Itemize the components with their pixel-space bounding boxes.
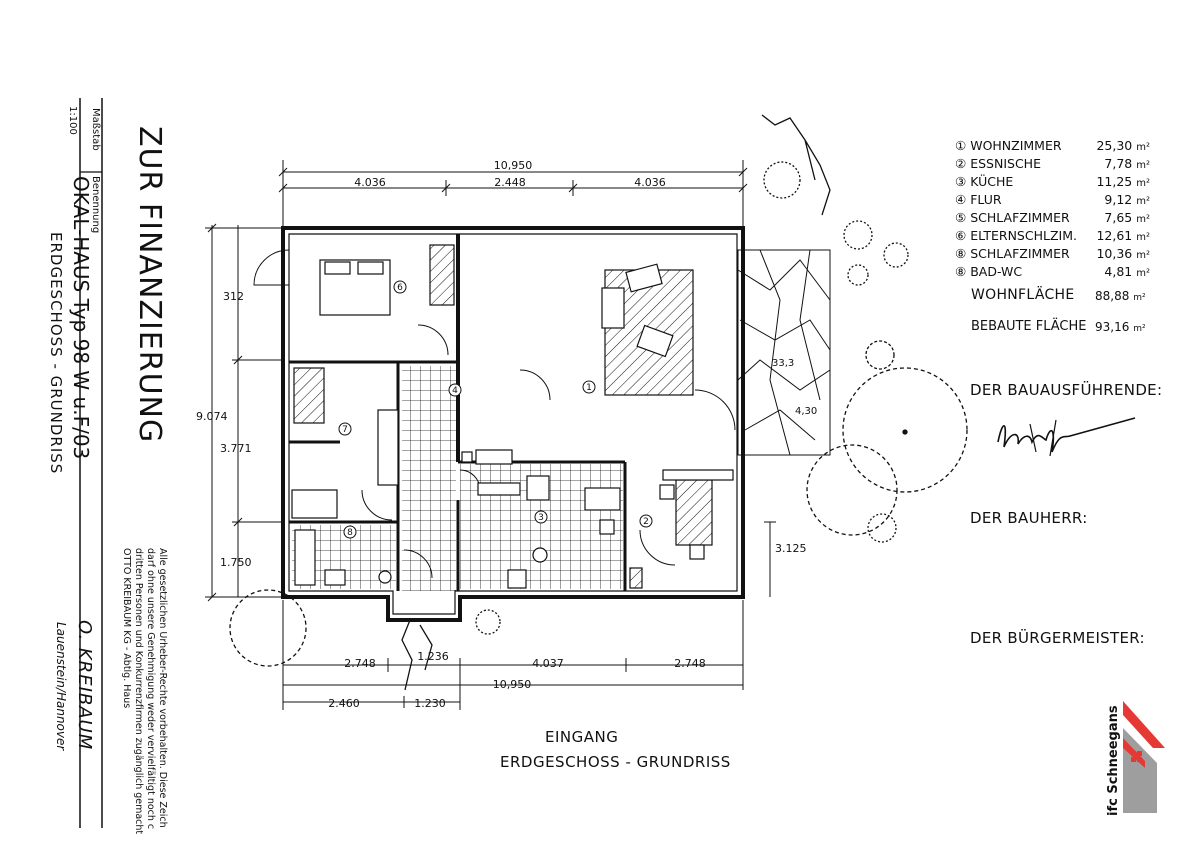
dim-top-part: 4.036 xyxy=(634,176,666,189)
room-name: SCHLAFZIMMER xyxy=(970,210,1070,225)
garden-vegetation xyxy=(229,114,968,691)
room-unit: m² xyxy=(1136,160,1150,171)
room-name: ELTERNSCHLZIM. xyxy=(970,228,1077,243)
room-area: 7,65 xyxy=(1104,210,1133,225)
dimension-lines xyxy=(205,160,776,710)
dim-left-total: 9.074 xyxy=(196,410,228,423)
room-number: 3 xyxy=(538,513,544,523)
dim-right: 3.125 xyxy=(775,542,807,555)
room-name: SCHLAFZIMMER xyxy=(970,246,1070,261)
room-name: FLUR xyxy=(970,192,1002,207)
dim-top-part: 4.036 xyxy=(354,176,386,189)
room-area: 10,36 xyxy=(1096,246,1133,261)
wohnflaeche-label: WOHNFLÄCHE xyxy=(971,287,1075,303)
room-row: ⑥ ELTERNSCHLZIM. 12,61 m² xyxy=(955,228,1150,246)
room-name: KÜCHE xyxy=(970,174,1014,189)
bauherr-label: DER BAUHERR: xyxy=(970,509,1088,527)
room-unit: m² xyxy=(1136,268,1150,279)
room-number-icon: ⑧ xyxy=(955,246,967,261)
furniture xyxy=(291,244,734,589)
room-number-markers: 6 7 8 4 1 3 2 xyxy=(338,280,653,539)
floor-tiles xyxy=(292,366,623,591)
room-number: 2 xyxy=(643,517,649,527)
room-number: 4 xyxy=(452,386,458,396)
room-number-icon: ④ xyxy=(955,192,967,207)
room-area: 25,30 xyxy=(1096,138,1133,153)
room-number-icon: ⑤ xyxy=(955,210,967,225)
plan-caption: ERDGESCHOSS - GRUNDRISS xyxy=(500,753,731,771)
terrace-value: 33,3 xyxy=(772,358,794,369)
room-area: 9,12 xyxy=(1104,192,1133,207)
terrace xyxy=(737,249,831,456)
room-unit: m² xyxy=(1136,178,1150,189)
room-row: ③ KÜCHE 11,25 m² xyxy=(955,174,1150,192)
room-number: 8 xyxy=(347,528,353,538)
room-row: ② ESSNISCHE 7,78 m² xyxy=(955,156,1150,174)
room-row: ① WOHNZIMMER 25,30 m² xyxy=(955,138,1150,156)
wohnflaeche-value: 88,88 m² xyxy=(1095,289,1146,303)
room-number-icon: ① xyxy=(955,138,967,153)
bauausfuehrende-label: DER BAUAUSFÜHRENDE: xyxy=(970,381,1163,399)
room-area: 11,25 xyxy=(1096,174,1133,189)
dim-bottom-row3: 2.460 xyxy=(328,697,360,710)
room-number-icon: ⑥ xyxy=(955,228,967,243)
room-number-icon: ② xyxy=(955,156,967,171)
room-row: ④ FLUR 9,12 m² xyxy=(955,192,1150,210)
room-name: ESSNISCHE xyxy=(970,156,1041,171)
dim-left-part: 1.750 xyxy=(220,556,252,569)
room-number: 6 xyxy=(397,283,403,293)
room-number: 1 xyxy=(586,383,592,393)
terrace-value: 4,30 xyxy=(795,406,817,417)
dim-top-total: 10,950 xyxy=(494,159,533,172)
room-name: BAD-WC xyxy=(970,264,1023,279)
dim-bottom-total: 10,950 xyxy=(493,678,532,691)
room-area: 12,61 xyxy=(1096,228,1133,243)
room-number-icon: ③ xyxy=(955,174,967,189)
dim-bottom-part: 2.748 xyxy=(674,657,706,670)
dim-left-part: 3.771 xyxy=(220,442,252,455)
room-schedule: ① WOHNZIMMER 25,30 m² ② ESSNISCHE 7,78 m… xyxy=(955,138,1150,282)
room-unit: m² xyxy=(1136,250,1150,261)
dim-bottom-row3: 1.230 xyxy=(414,697,446,710)
ifc-schneegans-logo xyxy=(1123,701,1165,813)
dim-bottom-part: 2.748 xyxy=(344,657,376,670)
dim-top-part: 2.448 xyxy=(494,176,526,189)
room-row: ⑧ BAD-WC 4,81 m² xyxy=(955,264,1150,282)
room-unit: m² xyxy=(1136,142,1150,153)
room-area: 4,81 xyxy=(1104,264,1133,279)
dim-bottom-part: 4.037 xyxy=(532,657,564,670)
dim-bottom-part: 1.236 xyxy=(417,650,449,663)
room-name: WOHNZIMMER xyxy=(970,138,1062,153)
room-area: 7,78 xyxy=(1104,156,1133,171)
room-unit: m² xyxy=(1136,196,1150,207)
room-row: ⑧ SCHLAFZIMMER 10,36 m² xyxy=(955,246,1150,264)
room-row: ⑤ SCHLAFZIMMER 7,65 m² xyxy=(955,210,1150,228)
signature-image xyxy=(997,417,1136,457)
room-unit: m² xyxy=(1136,214,1150,225)
dim-left-part: 312 xyxy=(223,290,244,303)
room-number: 7 xyxy=(342,425,348,435)
bebaute-flaeche-value: 93,16 m² xyxy=(1095,320,1146,334)
room-unit: m² xyxy=(1136,232,1150,243)
room-number-icon: ⑧ xyxy=(955,264,967,279)
buergermeister-label: DER BÜRGERMEISTER: xyxy=(970,629,1145,647)
bebaute-flaeche-label: BEBAUTE FLÄCHE xyxy=(971,319,1087,334)
entrance-label: EINGANG xyxy=(545,728,619,746)
dimension-labels: 10,950 4.036 2.448 4.036 9.074 312 3.771… xyxy=(196,159,807,710)
logo-text: ifc Schneegans xyxy=(1106,705,1121,816)
